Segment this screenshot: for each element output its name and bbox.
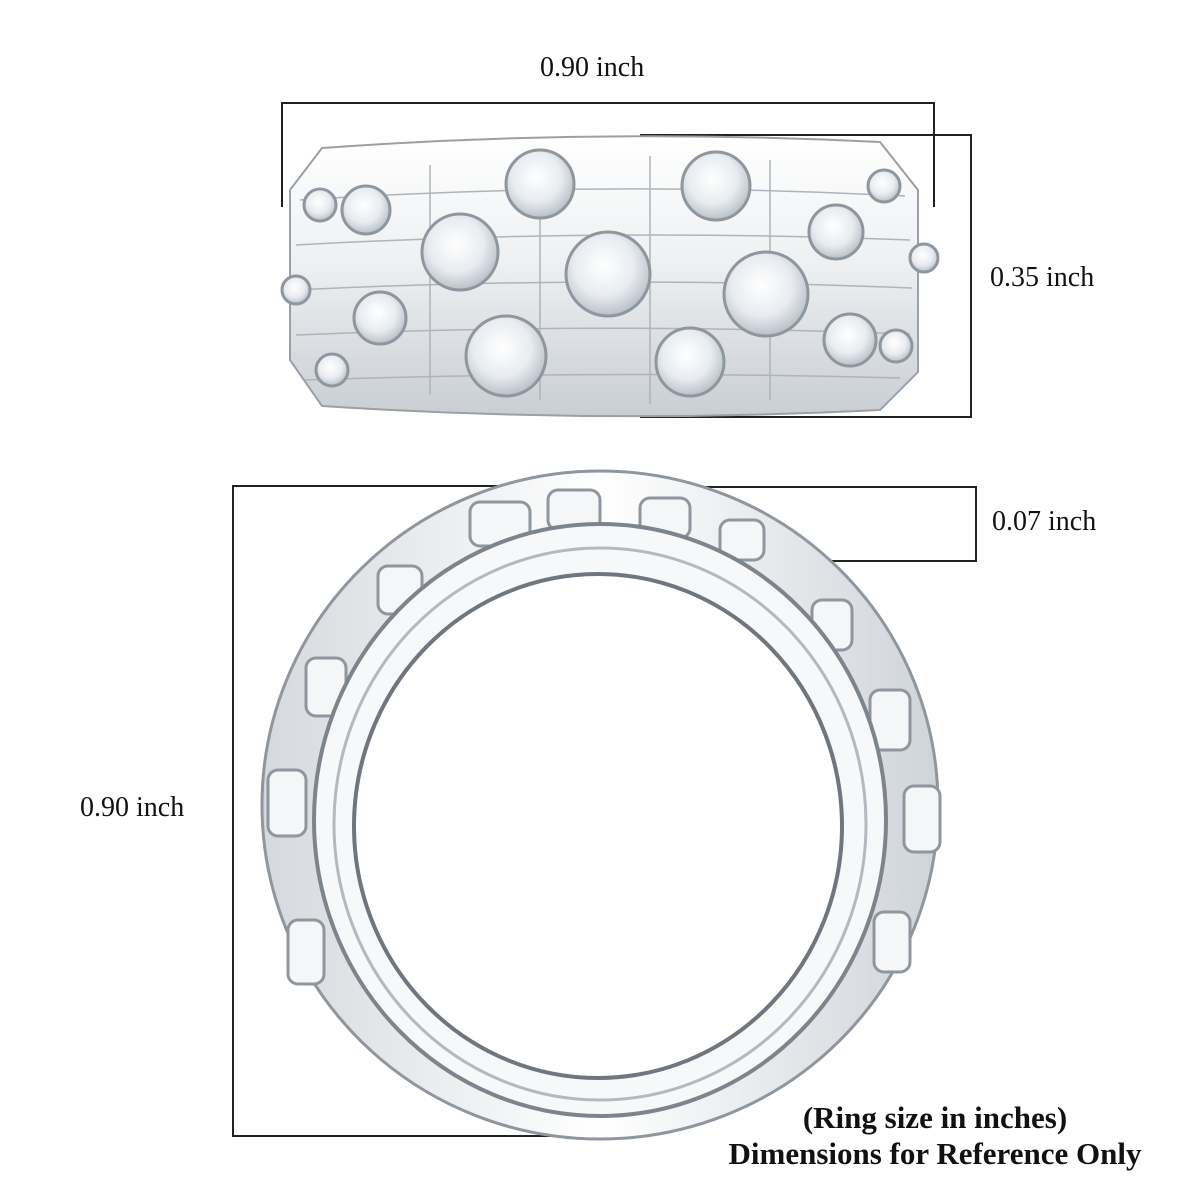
top-width-bracket: [281, 102, 935, 207]
band-thickness-label: 0.07 inch: [992, 506, 1097, 537]
ring-height-label: 0.90 inch: [80, 792, 185, 823]
band-height-bracket: [640, 134, 972, 418]
top-width-label: 0.90 inch: [540, 52, 645, 83]
outer-bezels: [266, 488, 942, 986]
band-height-label: 0.35 inch: [990, 262, 1095, 293]
ring-top-view: [280, 135, 940, 418]
note-line-1: (Ring size in inches): [802, 1100, 1068, 1135]
reference-note: (Ring size in inches) Dimensions for Ref…: [690, 1100, 1180, 1172]
note-line-2: Dimensions for Reference Only: [728, 1136, 1142, 1171]
gemstones: [280, 148, 940, 398]
dimension-lines: [232, 102, 977, 1137]
ring-height-bracket: [232, 485, 577, 1137]
ring-side-view: [260, 469, 942, 1141]
